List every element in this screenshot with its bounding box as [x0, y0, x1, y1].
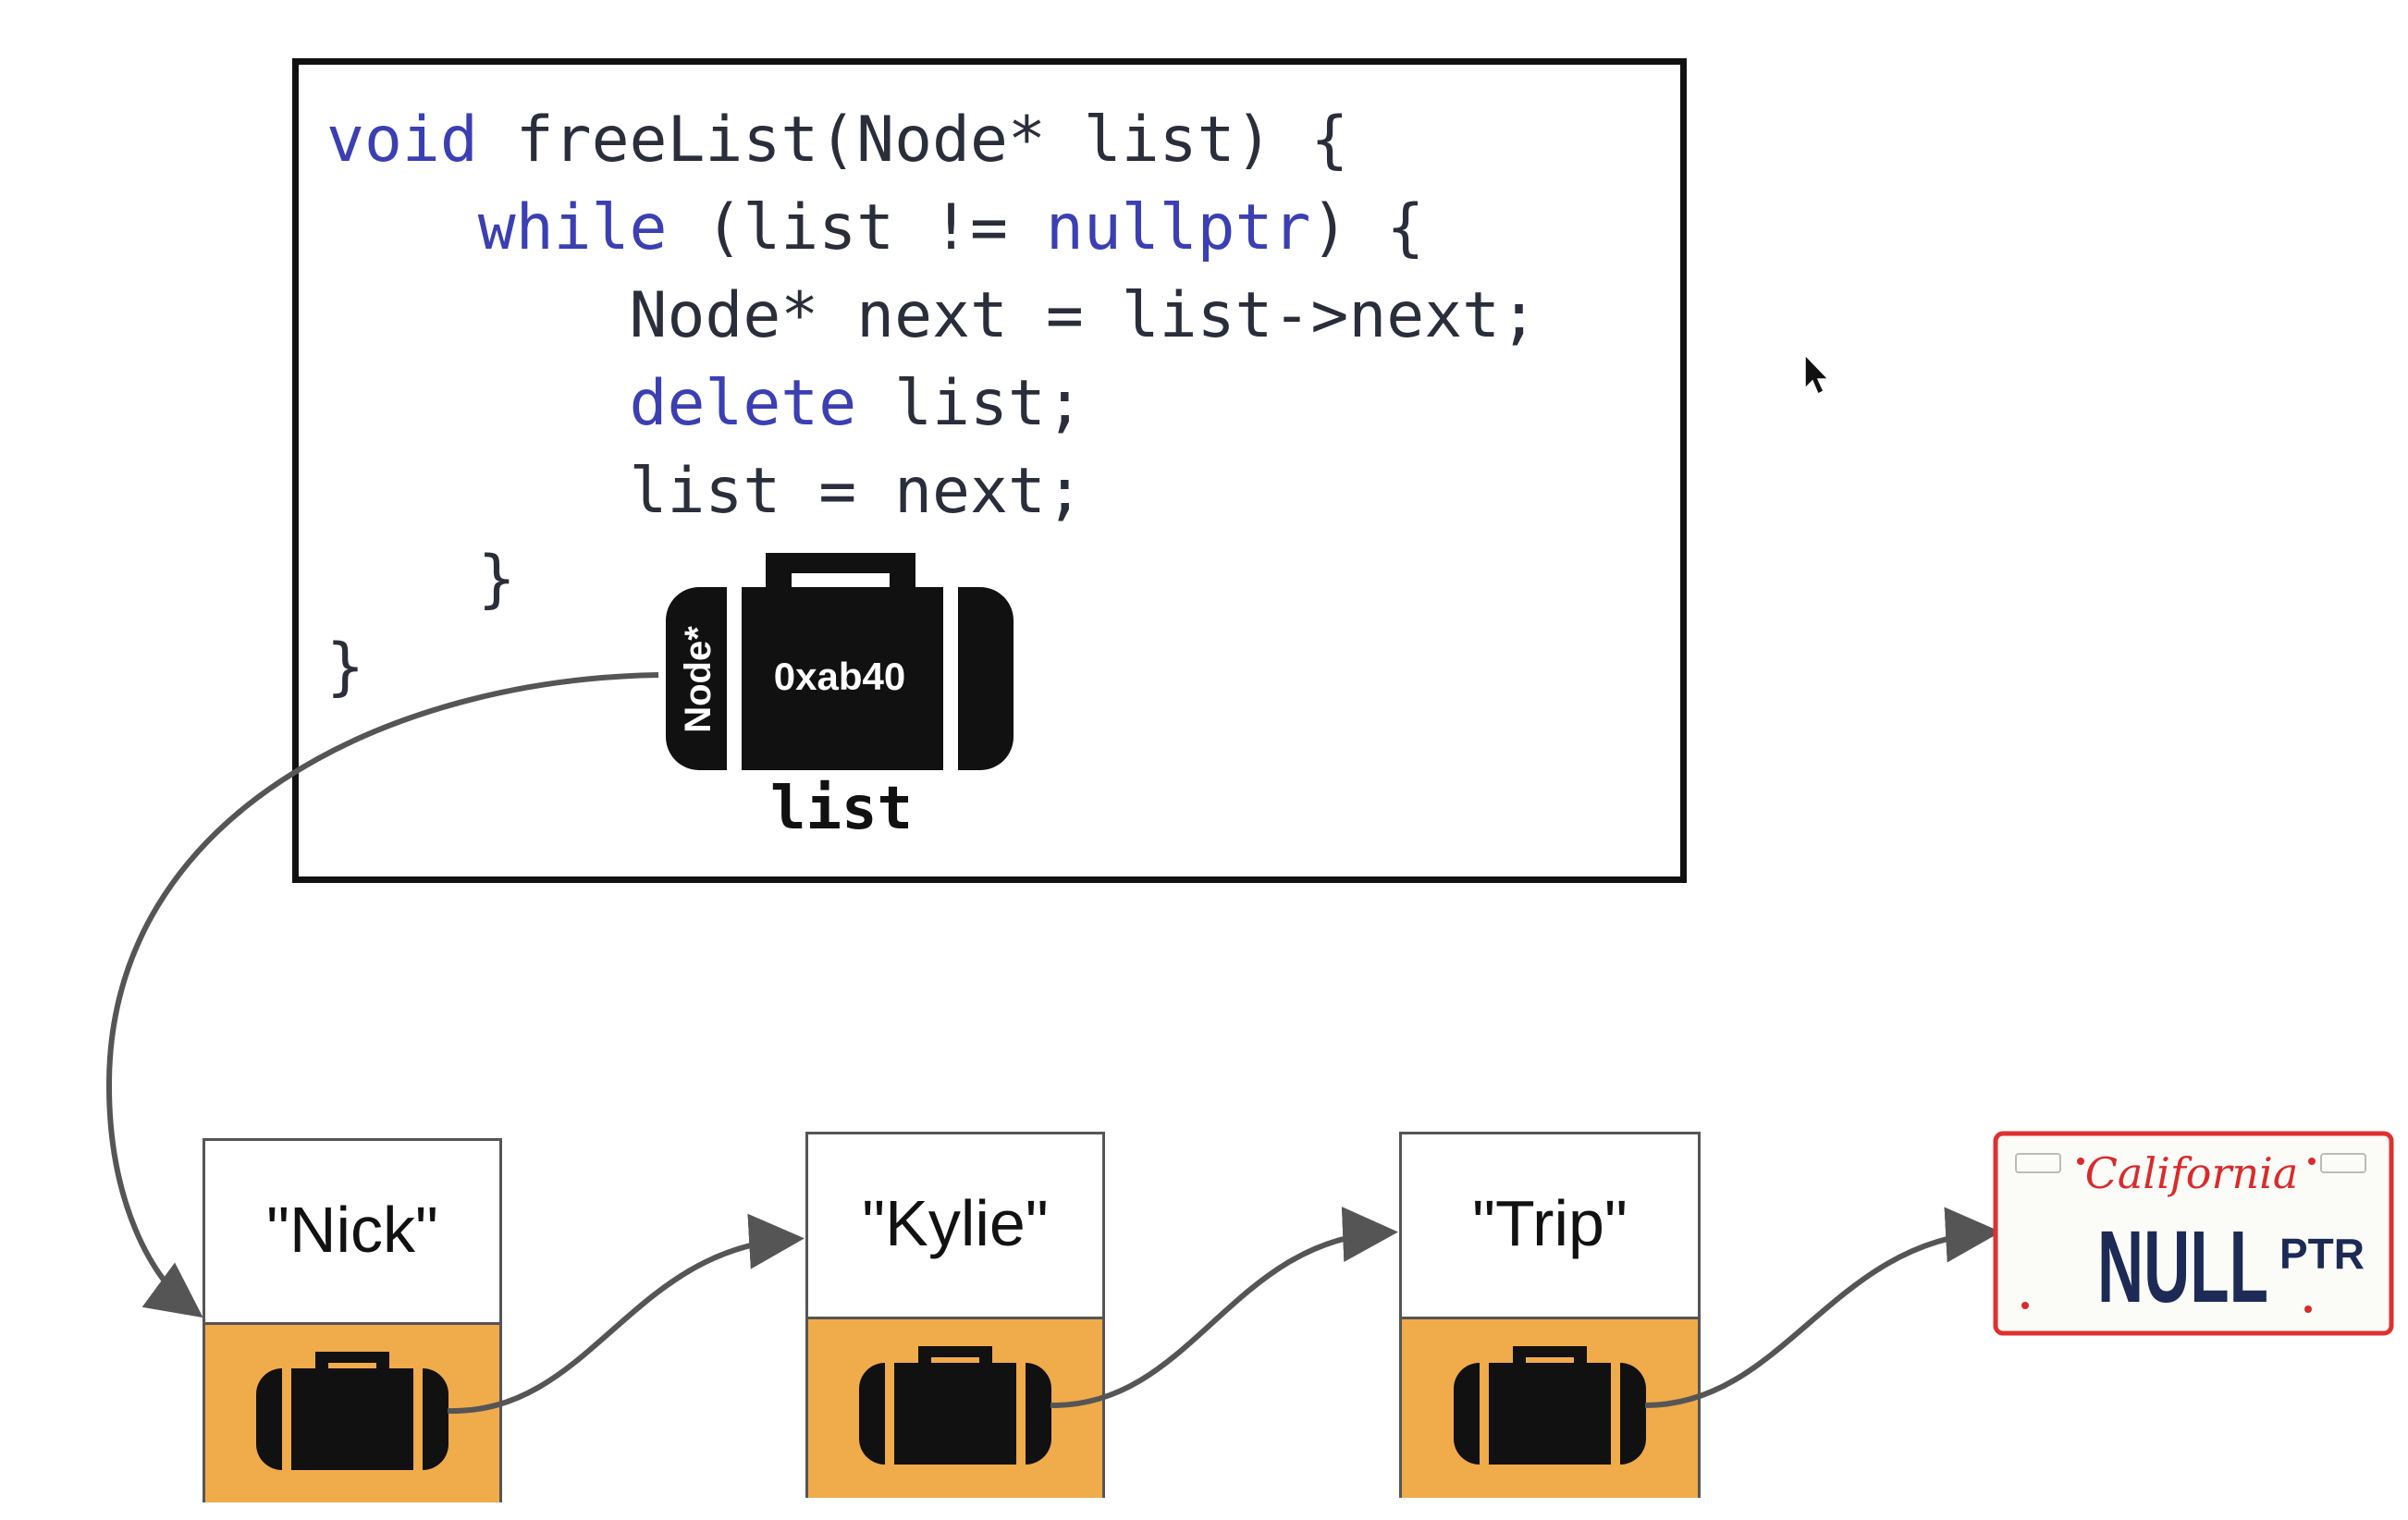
code-line-7: } [326, 631, 364, 704]
next-arrow [447, 1213, 805, 1415]
node-value: "Nick" [266, 1194, 438, 1266]
suitcase-icon [1454, 1346, 1646, 1468]
plate-ptr-text: PTR [2279, 1230, 2365, 1278]
node-value-box [205, 1141, 499, 1322]
node-value: "Trip" [1472, 1187, 1628, 1259]
pointer-type-label: Node* [678, 626, 719, 733]
node-value-box [1402, 1134, 1698, 1317]
code-line-6: } [326, 543, 516, 616]
pointer-suitcase-icon: Node* 0xab40 [666, 553, 1014, 775]
next-arrow [1050, 1207, 1398, 1409]
code-line-4: delete list; [629, 367, 1084, 440]
code-line-5: list = next; [326, 455, 1084, 528]
suitcase-icon [256, 1352, 448, 1474]
suitcase-icon [859, 1346, 1051, 1468]
nullptr-license-plate: California NULL PTR [1993, 1131, 2394, 1336]
plate-null-text: NULL [2097, 1210, 2268, 1324]
code-line-1: void freeList(Node* list) { [326, 104, 1349, 177]
mouse-cursor-icon [1804, 353, 1830, 396]
code-line-3: Node* next = list->next; [326, 279, 1539, 352]
pointer-address-value: 0xab40 [774, 655, 905, 698]
node-value: "Kylie" [862, 1187, 1049, 1259]
plate-state-name: California [2085, 1148, 2299, 1198]
code-line-2: while (list != nullptr) { [477, 191, 1425, 264]
pointer-arrow [105, 672, 659, 1318]
variable-name-label: list [769, 775, 914, 843]
next-arrow [1644, 1207, 2001, 1408]
node-value-box [808, 1134, 1102, 1317]
